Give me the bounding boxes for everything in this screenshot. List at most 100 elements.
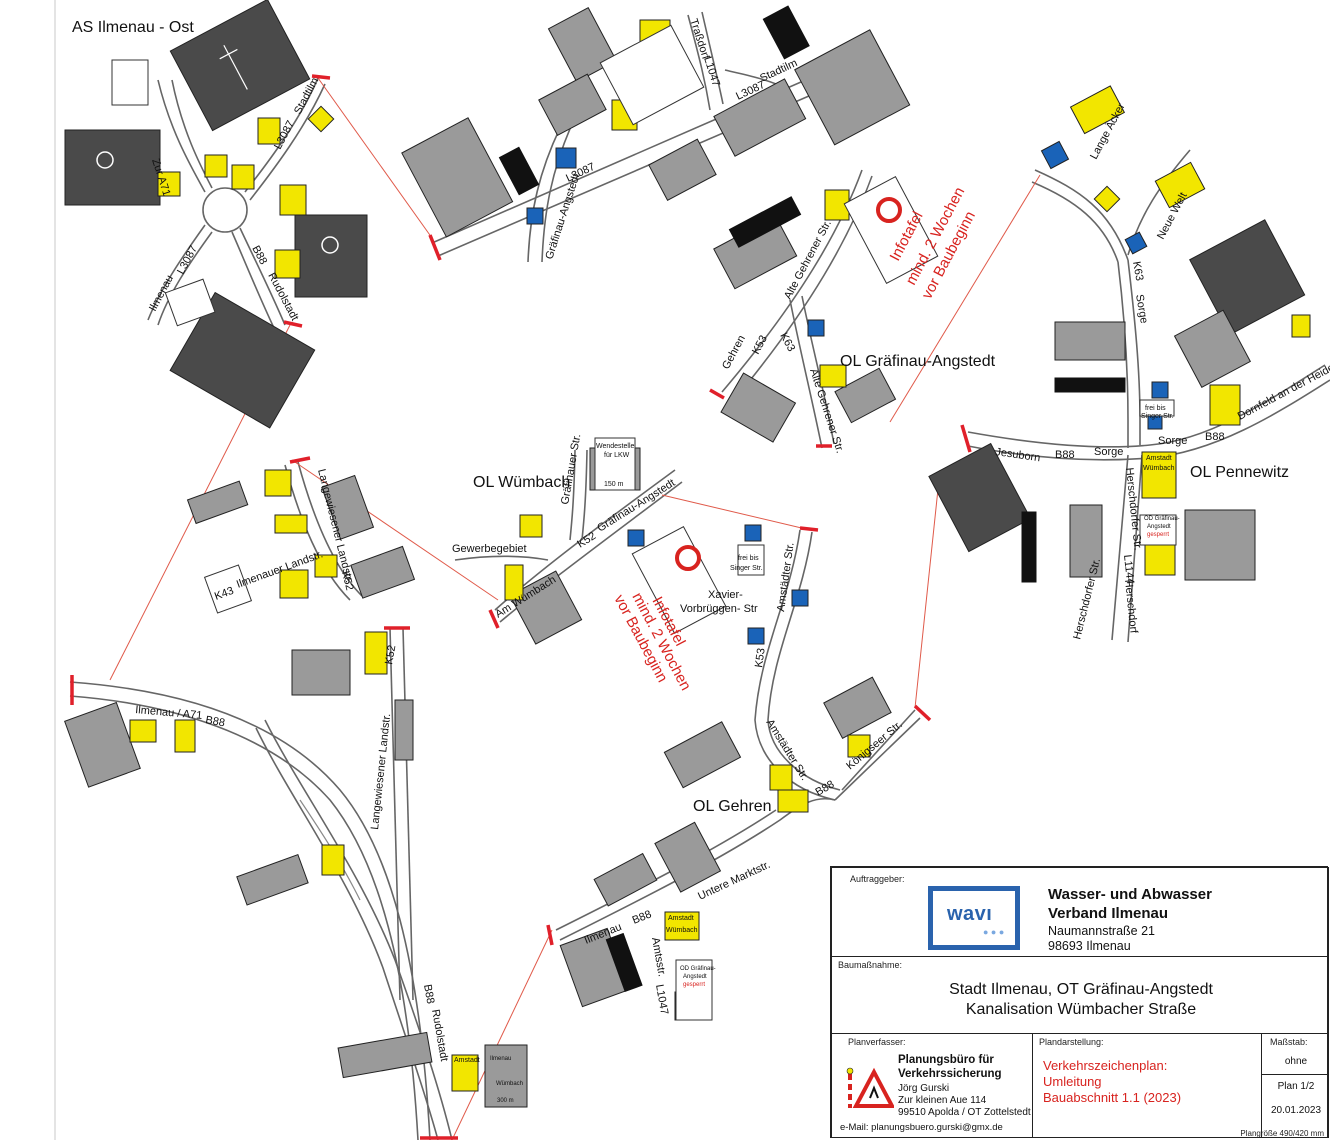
street-label: Herschdorf: [1122, 579, 1140, 635]
street-label: Xavier-: [708, 589, 743, 601]
sign-board: [509, 570, 583, 645]
street-label: Gräfinauer Str.: [559, 433, 583, 506]
planverfasser-label: Planverfasser:: [848, 1037, 906, 1047]
plan-number-section: Plan 1/2 20.01.2023: [1261, 1074, 1329, 1138]
sign-text: Amstadt: [454, 1057, 480, 1064]
sign-text: Amstadt: [1146, 455, 1172, 462]
street-label: Rudolstadt: [429, 1008, 450, 1062]
place-ol-gehren: OL Gehren: [693, 798, 772, 815]
sign-text: frei bis: [738, 555, 759, 562]
planner-city: 99510 Apolda / OT Zottelstedt: [898, 1107, 1031, 1118]
client-city: 98693 Ilmenau: [1048, 939, 1131, 953]
street-label: B88: [631, 908, 654, 926]
street-label: L1047: [653, 983, 670, 1015]
sign-text: Wümbach: [1143, 465, 1175, 472]
plan-date: 20.01.2023: [1270, 1105, 1322, 1116]
sign-text: Singer Str.: [730, 565, 763, 572]
od-info-sign: [631, 525, 727, 635]
sign-text: Wümbach: [666, 927, 698, 934]
sign-text: frei bis: [1145, 405, 1166, 412]
plan-line-3: Bauabschnitt 1.1 (2023): [1043, 1090, 1182, 1105]
sign-board: [794, 29, 911, 146]
baumassnahme-label: Baumaßnahme:: [838, 960, 903, 970]
planner-street: Zur kleinen Aue 114: [898, 1095, 987, 1106]
planner-name: Jörg Gurski: [898, 1083, 950, 1094]
street-label: L3087: [175, 244, 200, 277]
planner-line-2: Verkehrssicherung: [898, 1068, 1002, 1080]
roundabout-ilmenau-ost: [202, 187, 248, 233]
sign-board: [401, 117, 514, 238]
prohibition-icon: [675, 545, 701, 571]
street-label: L1144: [1121, 554, 1136, 585]
sign-text: OD Gräfinau-: [680, 966, 716, 972]
plan-section: Plandarstellung: Verkehrszeichenplan: Um…: [1032, 1033, 1262, 1138]
wavi-logo: wavı ● ● ●: [928, 886, 1020, 950]
massstab-label: Maßstab:: [1270, 1037, 1308, 1047]
street-label: Sorge: [1158, 435, 1187, 447]
sign-text: Angstedt: [1147, 524, 1171, 530]
client-name-2: Verband Ilmenau: [1048, 905, 1169, 922]
sign-stack: [1054, 321, 1126, 361]
logo-dots-icon: ● ● ●: [983, 927, 1005, 937]
title-block: Auftraggeber: wavı ● ● ● Wasser- und Abw…: [830, 866, 1329, 1138]
plan-size-note: Plangröße 490/420 mm: [1240, 1129, 1324, 1138]
street-label: Sorge: [1094, 446, 1123, 458]
street-label: Langewiesener Landstr.: [369, 713, 393, 830]
street-label: B88: [421, 983, 436, 1004]
place-ol-pennewitz: OL Pennewitz: [1190, 464, 1289, 481]
roadwork-warning-icon: [1093, 185, 1121, 213]
street-label: K63: [1130, 260, 1145, 281]
sign-text: Amstadt: [668, 915, 694, 922]
barriers: [70, 74, 972, 1140]
sign-text: gesperrt: [683, 982, 705, 988]
street-label: Sorge: [1133, 293, 1150, 324]
sign-board: [64, 129, 161, 206]
sign-text: Wümbach: [496, 1081, 523, 1087]
street-label: B88: [1205, 431, 1225, 443]
sign-text: Ilmenau: [490, 1056, 511, 1062]
sign-text: Singer Str.: [1141, 413, 1174, 420]
sign-board: [169, 291, 316, 429]
street-label: K52: [383, 644, 398, 665]
place-as-ilmenau-ost: AS Ilmenau - Ost: [72, 19, 194, 36]
place-ol-wuembach: OL Wümbach: [473, 474, 570, 491]
roadwork-warning-icon: [307, 105, 335, 133]
sign-text: gesperrt: [1147, 532, 1169, 538]
planner-line-1: Planungsbüro für: [898, 1054, 994, 1066]
auftraggeber-label: Auftraggeber:: [850, 874, 905, 884]
od-info-sign: [843, 175, 939, 285]
planner-section: Planverfasser: Planungsbüro für Verkehrs…: [831, 1033, 1033, 1138]
sign-text: OD Gräfinau-: [1144, 516, 1180, 522]
street-label: Dornfeld an der Heide: [1236, 362, 1330, 423]
sign-text: 300 m: [497, 1098, 514, 1104]
plan-number: Plan 1/2: [1277, 1081, 1315, 1092]
sign-board: [484, 1044, 528, 1108]
sign-board: [294, 214, 368, 298]
client-section: Auftraggeber: wavı ● ● ● Wasser- und Abw…: [831, 867, 1329, 957]
project-line-1: Stadt Ilmenau, OT Gräfinau-Angstedt: [949, 981, 1213, 998]
plan-line-1: Verkehrszeichenplan:: [1043, 1058, 1168, 1073]
street-label: B88: [204, 714, 225, 729]
street-label: Jesuborn: [995, 446, 1041, 464]
sign-text: für LKW: [604, 452, 630, 459]
sign-text: Wendestelle: [596, 443, 635, 450]
street-label: K63: [777, 331, 797, 354]
plan-line-2: Umleitung: [1043, 1074, 1102, 1089]
street-label: Vorbrüggen- Str: [680, 603, 758, 615]
project-section: Baumaßnahme: Stadt Ilmenau, OT Gräfinau-…: [831, 956, 1329, 1034]
street-label: K53: [753, 647, 768, 668]
sign-board: [928, 442, 1032, 553]
roadwork-sign-icon: [846, 1067, 894, 1108]
sign-text: Angstedt: [683, 974, 707, 980]
planner-email: e-Mail: planungsbuero.gurski@gmx.de: [840, 1122, 1003, 1133]
prohibition-icon: [876, 197, 902, 223]
street-label: B88: [1055, 449, 1075, 461]
street-label: Gewerbegebiet: [452, 543, 527, 555]
sign-text: 150 m: [604, 481, 624, 488]
massstab-value: ohne: [1284, 1056, 1308, 1067]
place-ol-graefinau: OL Gräfinau-Angstedt: [840, 353, 996, 370]
street-label: Amtsstr.: [649, 936, 668, 977]
client-street: Naumannstraße 21: [1048, 924, 1156, 938]
street-label: K52: [339, 570, 355, 592]
